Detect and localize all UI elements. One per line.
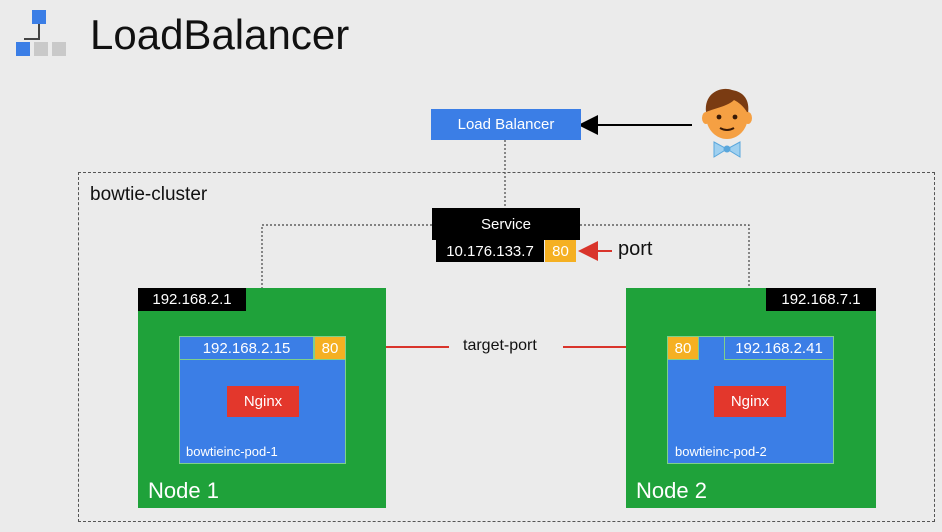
node-2-label: Node 2 (636, 478, 707, 503)
cluster-boundary (78, 172, 935, 522)
person-with-bowtie-icon (702, 88, 752, 158)
service-cluster-ip: 10.176.133.7 (436, 240, 544, 262)
pod-1-ip: 192.168.2.15 (179, 336, 314, 360)
load-balancer-box: Load Balancer (431, 109, 581, 140)
port-label: port (618, 238, 653, 260)
nginx-container-2: Nginx (714, 386, 786, 417)
pod-2-target-port: 80 (667, 336, 699, 360)
page-title: LoadBalancer (90, 11, 350, 58)
pod-1-name: bowtieinc-pod-1 (186, 444, 278, 459)
pod-2-name: bowtieinc-pod-2 (675, 444, 767, 459)
node-1-ip: 192.168.2.1 (138, 288, 246, 311)
diagram-logo-icon (16, 8, 66, 56)
target-port-label: target-port (463, 337, 537, 354)
node-2-ip: 192.168.7.1 (766, 288, 876, 311)
pod-1-target-port: 80 (314, 336, 346, 360)
cluster-label: bowtie-cluster (90, 184, 208, 205)
pod-2-ip: 192.168.2.41 (724, 336, 834, 360)
service-to-node2-line (580, 224, 750, 288)
service-port: 80 (545, 240, 576, 262)
node-1-label: Node 1 (148, 478, 219, 503)
service-box: Service (432, 208, 580, 240)
service-to-node1-line (261, 224, 432, 288)
nginx-container-1: Nginx (227, 386, 299, 417)
